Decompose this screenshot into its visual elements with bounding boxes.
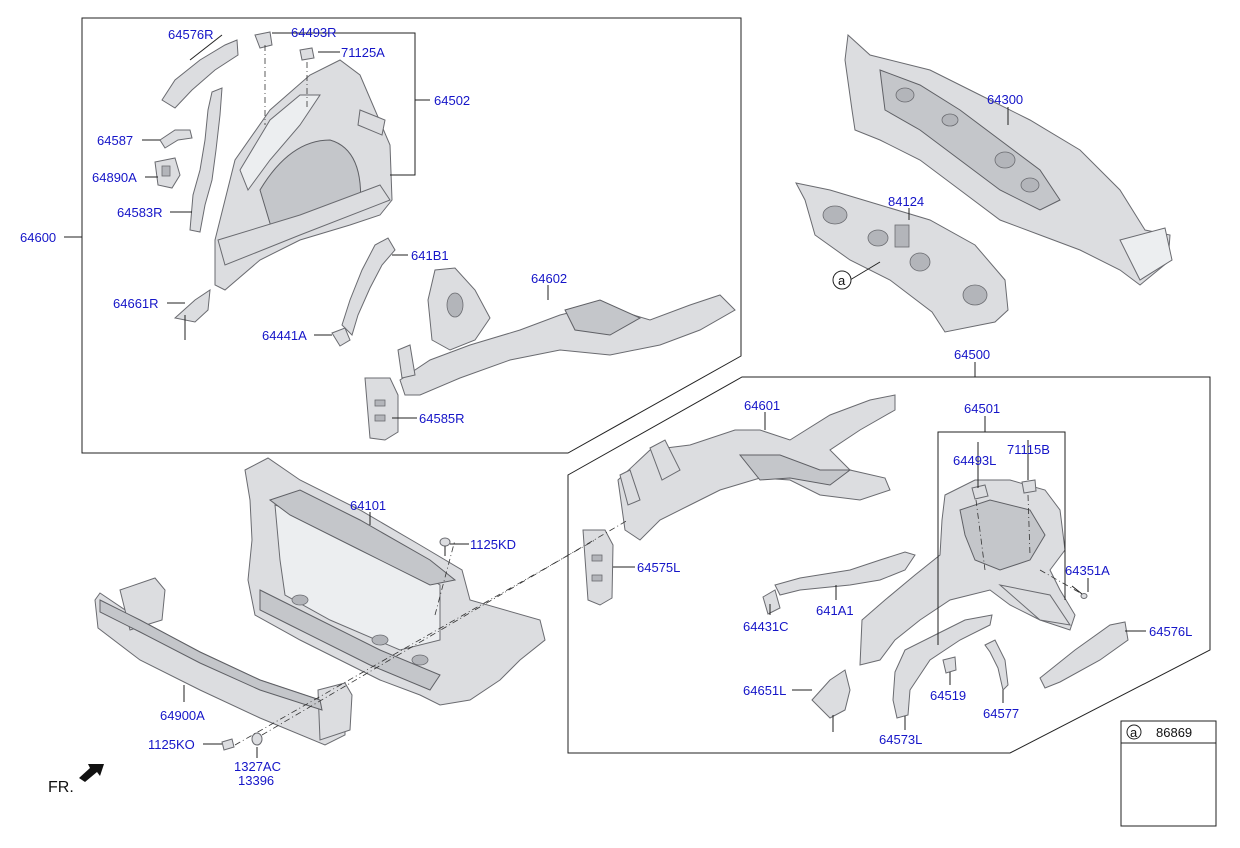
part-71115B[interactable]: [1021, 479, 1037, 494]
part-71125A[interactable]: [299, 47, 315, 61]
part-64519[interactable]: [942, 656, 957, 674]
label-64600: 64600: [20, 230, 56, 245]
label-1327AC: 1327AC: [234, 759, 281, 774]
part-64101-front-end-module[interactable]: [244, 457, 546, 706]
label-64900A: 64900A: [160, 708, 205, 723]
label-64300: 64300: [987, 92, 1023, 107]
part-64577[interactable]: [984, 639, 1009, 691]
label-64351A: 64351A: [1065, 563, 1110, 578]
group-64600-frame: [81, 17, 742, 454]
label-641A1: 641A1: [816, 603, 854, 618]
label-64573L: 64573L: [879, 732, 922, 747]
part-64431C[interactable]: [762, 589, 781, 615]
part-64583R[interactable]: [189, 87, 223, 233]
part-64493L[interactable]: [971, 484, 989, 500]
leader-lines: [64, 32, 1146, 758]
label-64585R: 64585R: [419, 411, 465, 426]
label-71125A: 71125A: [341, 45, 385, 60]
label-64890A: 64890A: [92, 170, 137, 185]
part-1125KO-bolt[interactable]: [221, 738, 235, 751]
part-64602-side-member-rh[interactable]: [397, 267, 736, 396]
callout-a-circle: [832, 270, 852, 290]
part-1125KD-bolt[interactable]: [439, 537, 451, 556]
label-1125KD: 1125KD: [470, 537, 516, 552]
legend-part-number: 86869: [1156, 725, 1192, 740]
part-64351A[interactable]: [1071, 585, 1088, 599]
part-64585R[interactable]: [364, 377, 399, 441]
part-64576L[interactable]: [1039, 621, 1129, 689]
callout-a-letter: a: [838, 273, 846, 288]
part-64501-apron-lh[interactable]: [859, 479, 1076, 666]
part-1327AC-nut[interactable]: [251, 732, 263, 746]
part-64661R[interactable]: [173, 288, 211, 340]
part-64573L[interactable]: [892, 614, 993, 719]
label-64502: 64502: [434, 93, 470, 108]
label-64519: 64519: [930, 688, 966, 703]
label-64501: 64501: [964, 401, 1000, 416]
part-64575L[interactable]: [582, 529, 614, 606]
label-64661R: 64661R: [113, 296, 159, 311]
label-64500: 64500: [954, 347, 990, 362]
label-64101: 64101: [350, 498, 386, 513]
label-64583R: 64583R: [117, 205, 163, 220]
legend-callout-letter: a: [1130, 725, 1138, 740]
label-84124: 84124: [888, 194, 924, 209]
label-64577: 64577: [983, 706, 1019, 721]
part-64300-dash-panel[interactable]: [844, 33, 1173, 286]
part-64441A[interactable]: [331, 327, 351, 347]
label-13396: 13396: [238, 773, 274, 788]
label-64493R: 64493R: [291, 25, 337, 40]
part-64502-apron-rh[interactable]: [214, 59, 393, 291]
part-641A1[interactable]: [774, 551, 916, 596]
label-64601: 64601: [744, 398, 780, 413]
part-64587[interactable]: [159, 129, 193, 149]
label-71115B: 71115B: [1007, 442, 1050, 457]
part-64651L[interactable]: [811, 669, 851, 732]
part-641B1[interactable]: [341, 237, 396, 336]
label-1125KO: 1125KO: [148, 737, 195, 752]
assembly-center-lines: [234, 45, 1083, 746]
front-arrow-icon: [79, 764, 104, 782]
part-64493R[interactable]: [254, 31, 273, 49]
part-84124-insulator[interactable]: [795, 182, 1009, 333]
label-64651L: 64651L: [743, 683, 786, 698]
label-64575L: 64575L: [637, 560, 680, 575]
part-64601-side-member-lh[interactable]: [617, 394, 896, 541]
label-64576R: 64576R: [168, 27, 214, 42]
label-64431C: 64431C: [743, 619, 789, 634]
label-64576L: 64576L: [1149, 624, 1192, 639]
label-64441A: 64441A: [262, 328, 307, 343]
front-direction-label: FR.: [48, 779, 74, 796]
legend-box: [1120, 720, 1217, 827]
group-64500-frame: [567, 376, 1211, 754]
label-64493L: 64493L: [953, 453, 996, 468]
label-64602: 64602: [531, 271, 567, 286]
part-64890A[interactable]: [154, 157, 181, 189]
label-64587: 64587: [97, 133, 133, 148]
label-641B1: 641B1: [411, 248, 449, 263]
part-64576R[interactable]: [161, 39, 239, 109]
